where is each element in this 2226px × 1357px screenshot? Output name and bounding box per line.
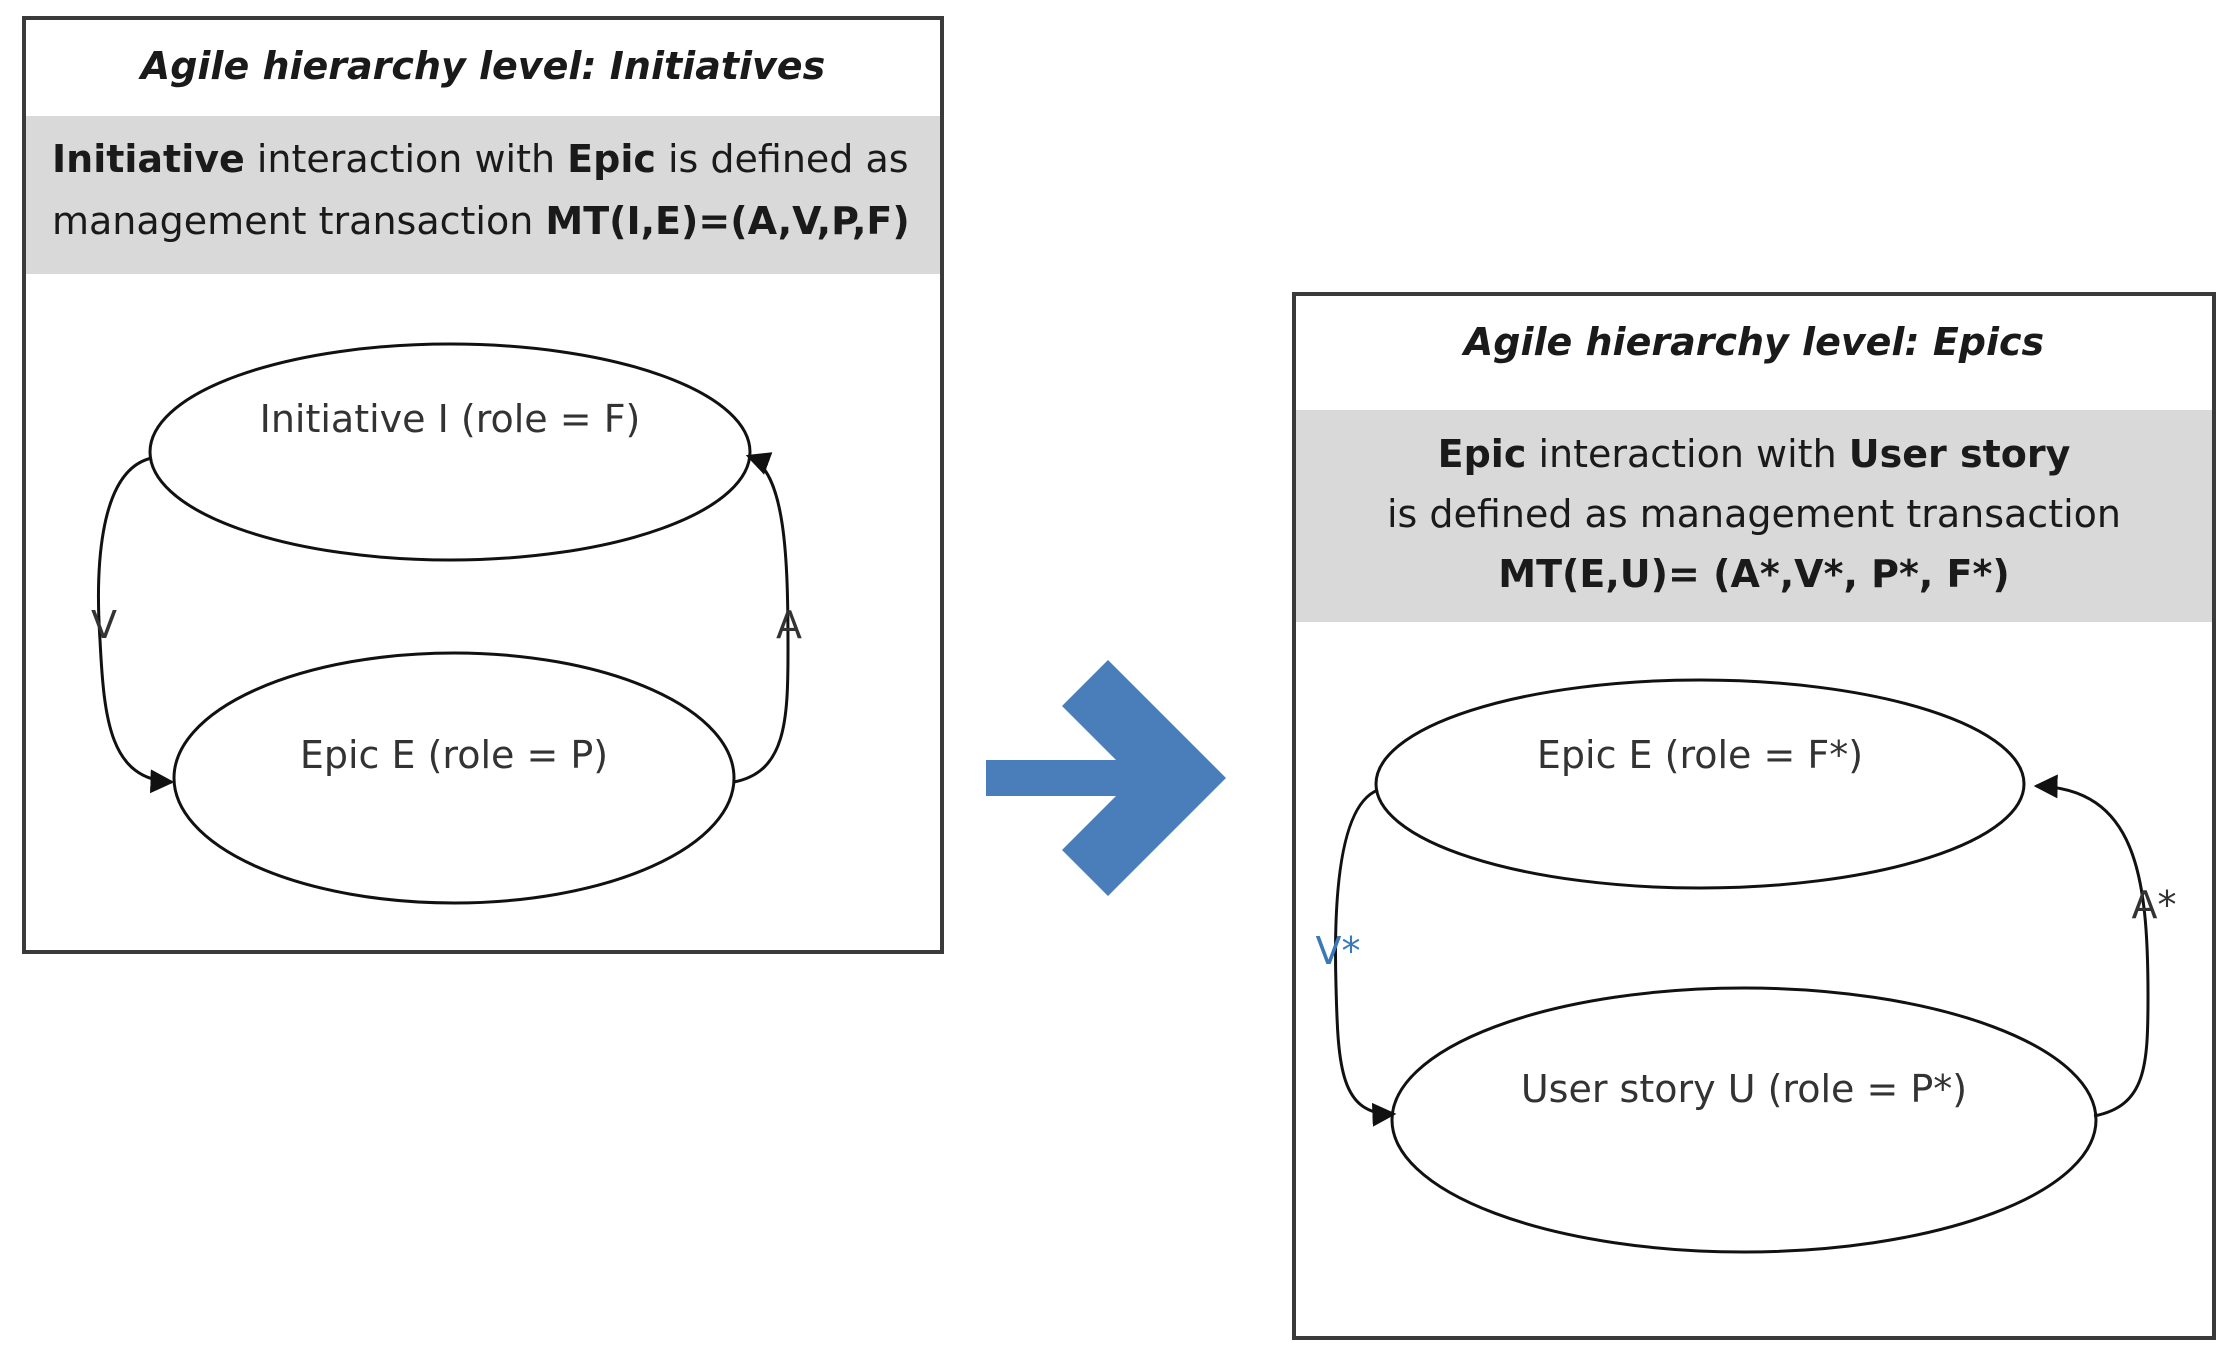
definition-box-epics: Epic interaction with User story is defi… (1296, 410, 2212, 622)
transaction-diagram-epics: Epic E (role = F*) User story U (role = … (1316, 678, 2177, 1254)
edge-a-label: A (776, 603, 802, 647)
definition-term-initiative: Initiative (52, 137, 245, 181)
edge-a (733, 452, 790, 784)
transaction-diagram-initiatives: Initiative I (role = F) Epic E (role = P… (91, 342, 802, 905)
definition-formula: MT(E,U)= (A*,V*, P*, F*) (1498, 552, 2010, 596)
node-epic (172, 651, 736, 905)
definition-text: interaction with (1526, 432, 1849, 476)
node-user-story (1390, 986, 2098, 1254)
panel-title-epics: Agile hierarchy level: Epics (1463, 320, 2045, 364)
node-epic-label: Epic E (role = F*) (1537, 733, 1863, 777)
right-chevron-arrow-icon (986, 660, 1226, 896)
node-user-story-label: User story U (role = P*) (1521, 1067, 1967, 1111)
node-initiative (148, 342, 752, 562)
edge-a-star-label: A* (2132, 883, 2177, 927)
definition-formula: MT(I,E)=(A,V,P,F) (545, 199, 910, 243)
edge-v-label: V (91, 603, 117, 647)
definition-text: is defined as management transaction (52, 137, 909, 243)
node-initiative-label: Initiative I (role = F) (260, 397, 641, 441)
definition-text: interaction with (244, 137, 568, 181)
edge-v (97, 456, 175, 794)
edge-a-star (2033, 774, 2150, 1118)
node-epic-label: Epic E (role = P) (300, 733, 608, 777)
node-epic (1374, 678, 2026, 890)
definition-text: is defined as management transaction (1387, 492, 2121, 536)
panel-epics: Agile hierarchy level: Epics Epic intera… (1292, 292, 2216, 1340)
panel-initiatives: Agile hierarchy level: Initiatives Initi… (22, 16, 944, 954)
definition-term-user-story: User story (1848, 432, 2071, 476)
edge-v-star (1333, 788, 1397, 1127)
definition-box-initiatives: Initiative interaction with Epic is defi… (26, 116, 940, 274)
panel-title-initiatives: Agile hierarchy level: Initiatives (140, 44, 826, 88)
edge-v-star-label: V* (1316, 929, 1361, 973)
definition-term-epic: Epic (567, 137, 656, 181)
definition-term-epic: Epic (1437, 432, 1527, 476)
